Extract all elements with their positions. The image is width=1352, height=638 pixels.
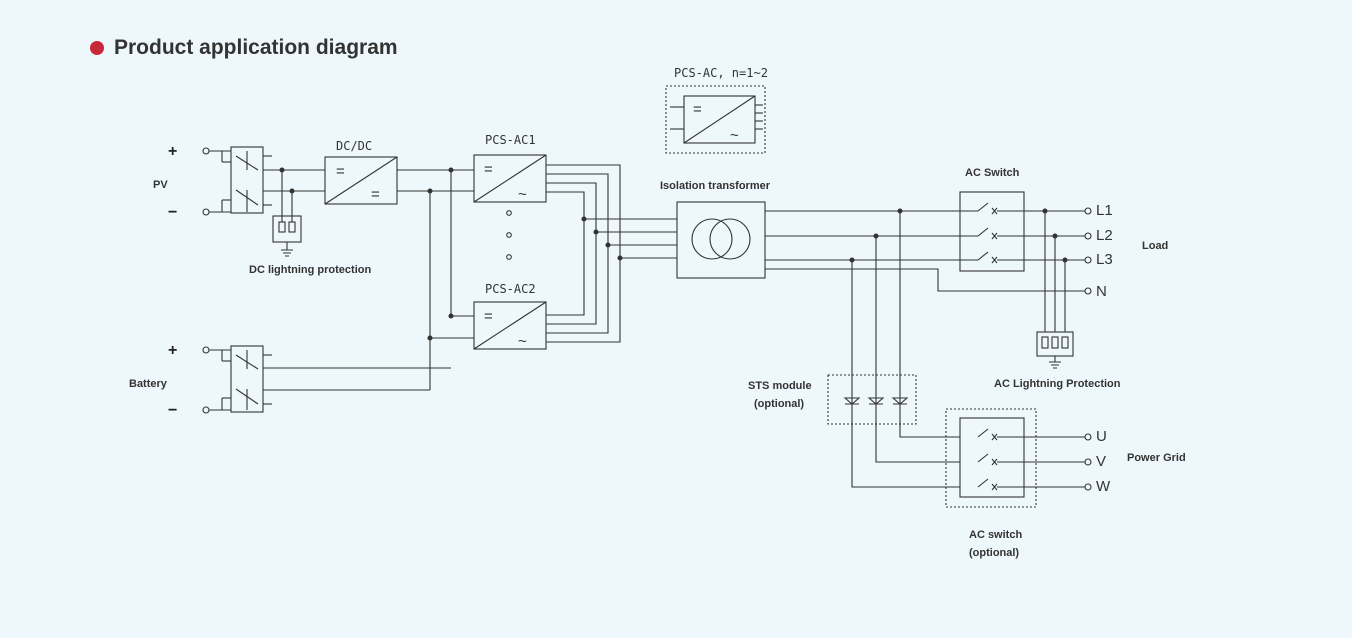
pcs-ac2-label: PCS-AC2: [485, 282, 536, 296]
dc-lightning-label: DC lightning protection: [249, 264, 371, 276]
dcdc-label: DC/DC: [336, 139, 372, 153]
bullet-dot-icon: [90, 41, 104, 55]
ellipsis-dots-icon: [506, 210, 512, 260]
load-line-n: N: [1096, 283, 1107, 300]
load-label: Load: [1142, 240, 1168, 252]
pcs-ac1-box-icon: [473, 154, 547, 203]
svg-text:=: =: [336, 163, 345, 180]
ac-switch-box-icon: [959, 191, 1025, 272]
load-line-l3: L3: [1096, 251, 1113, 268]
svg-text:~: ~: [730, 127, 739, 144]
pv-label: PV: [153, 179, 168, 191]
ac-switch-label: AC Switch: [965, 167, 1020, 179]
battery-minus-sign: −: [168, 402, 177, 419]
battery-plus-sign: +: [168, 342, 177, 359]
ac-switch-opt-label: AC switch: [969, 529, 1022, 541]
dc-bus: [427, 167, 474, 390]
grid-phase-w: W: [1096, 478, 1111, 495]
svg-text:=: =: [693, 101, 702, 118]
battery-label: Battery: [129, 378, 168, 390]
pv-minus-terminal-icon: [202, 208, 210, 216]
svg-text:=: =: [484, 161, 493, 178]
sts-module: STS module (optional): [748, 208, 960, 488]
sts-optional-label: (optional): [754, 398, 804, 410]
ac-bus: [581, 216, 677, 261]
page-title: Product application diagram: [114, 36, 398, 59]
battery-input-group: + − Battery: [129, 342, 451, 419]
load-line-l1: L1: [1096, 202, 1113, 219]
transformer-coil-icon: [691, 218, 733, 260]
ac-switch-opt-dashed-frame: [945, 408, 1037, 508]
pv-plus-sign: +: [168, 143, 177, 160]
ac-switch-opt-optional-label: (optional): [969, 547, 1019, 559]
sts-label: STS module: [748, 380, 812, 392]
transformer-box-icon: [676, 201, 766, 279]
battery-plus-terminal-icon: [202, 346, 210, 354]
svg-text:~: ~: [518, 186, 527, 203]
pcs-ac2-box-icon: [473, 301, 547, 350]
pcs-ac1-label: PCS-AC1: [485, 133, 536, 147]
pcs-ac-n-module: PCS-AC, n=1~2 = ~: [665, 66, 768, 154]
ac-lightning-protection: AC Lightning Protection: [994, 208, 1121, 390]
ac-lightning-label: AC Lightning Protection: [994, 378, 1121, 390]
battery-breaker-icon: [230, 345, 264, 413]
pv-plus-terminal-icon: [202, 147, 210, 155]
svg-text:=: =: [484, 308, 493, 325]
ac-switch-optional: U V W Power Grid AC switch (optional): [945, 408, 1186, 559]
pcs-ac-n-dashed-frame: [665, 85, 766, 154]
power-grid-label: Power Grid: [1127, 452, 1186, 464]
ac-switch: AC Switch L1 L2 L3 N Load: [959, 167, 1168, 300]
pcs-ac1-converter: PCS-AC1 = ~: [473, 133, 621, 258]
pcs-ac2-converter: PCS-AC2 = ~: [473, 219, 621, 350]
load-line-l2: L2: [1096, 227, 1113, 244]
svg-text:=: =: [371, 186, 380, 203]
svg-text:~: ~: [518, 333, 527, 350]
pv-input-group: + − PV DC lightning protection: [153, 143, 371, 276]
pv-minus-sign: −: [168, 204, 177, 221]
grid-phase-v: V: [1096, 453, 1106, 470]
pcs-ac-n-label: PCS-AC, n=1~2: [674, 66, 768, 80]
dc-lightning-protector-icon: [272, 215, 302, 243]
page-heading: Product application diagram: [90, 36, 398, 60]
dcdc-converter: DC/DC = =: [324, 139, 474, 205]
transformer-label: Isolation transformer: [660, 180, 771, 192]
pcs-ac-n-box-icon: [683, 95, 756, 144]
dcdc-box-icon: [324, 156, 398, 205]
ac-switch-opt-box-icon: [959, 417, 1025, 498]
battery-minus-terminal-icon: [202, 406, 210, 414]
sts-dashed-frame: [827, 374, 917, 425]
grid-phase-u: U: [1096, 428, 1107, 445]
pv-breaker-icon: [230, 146, 264, 214]
isolation-transformer: Isolation transformer: [660, 180, 1085, 292]
